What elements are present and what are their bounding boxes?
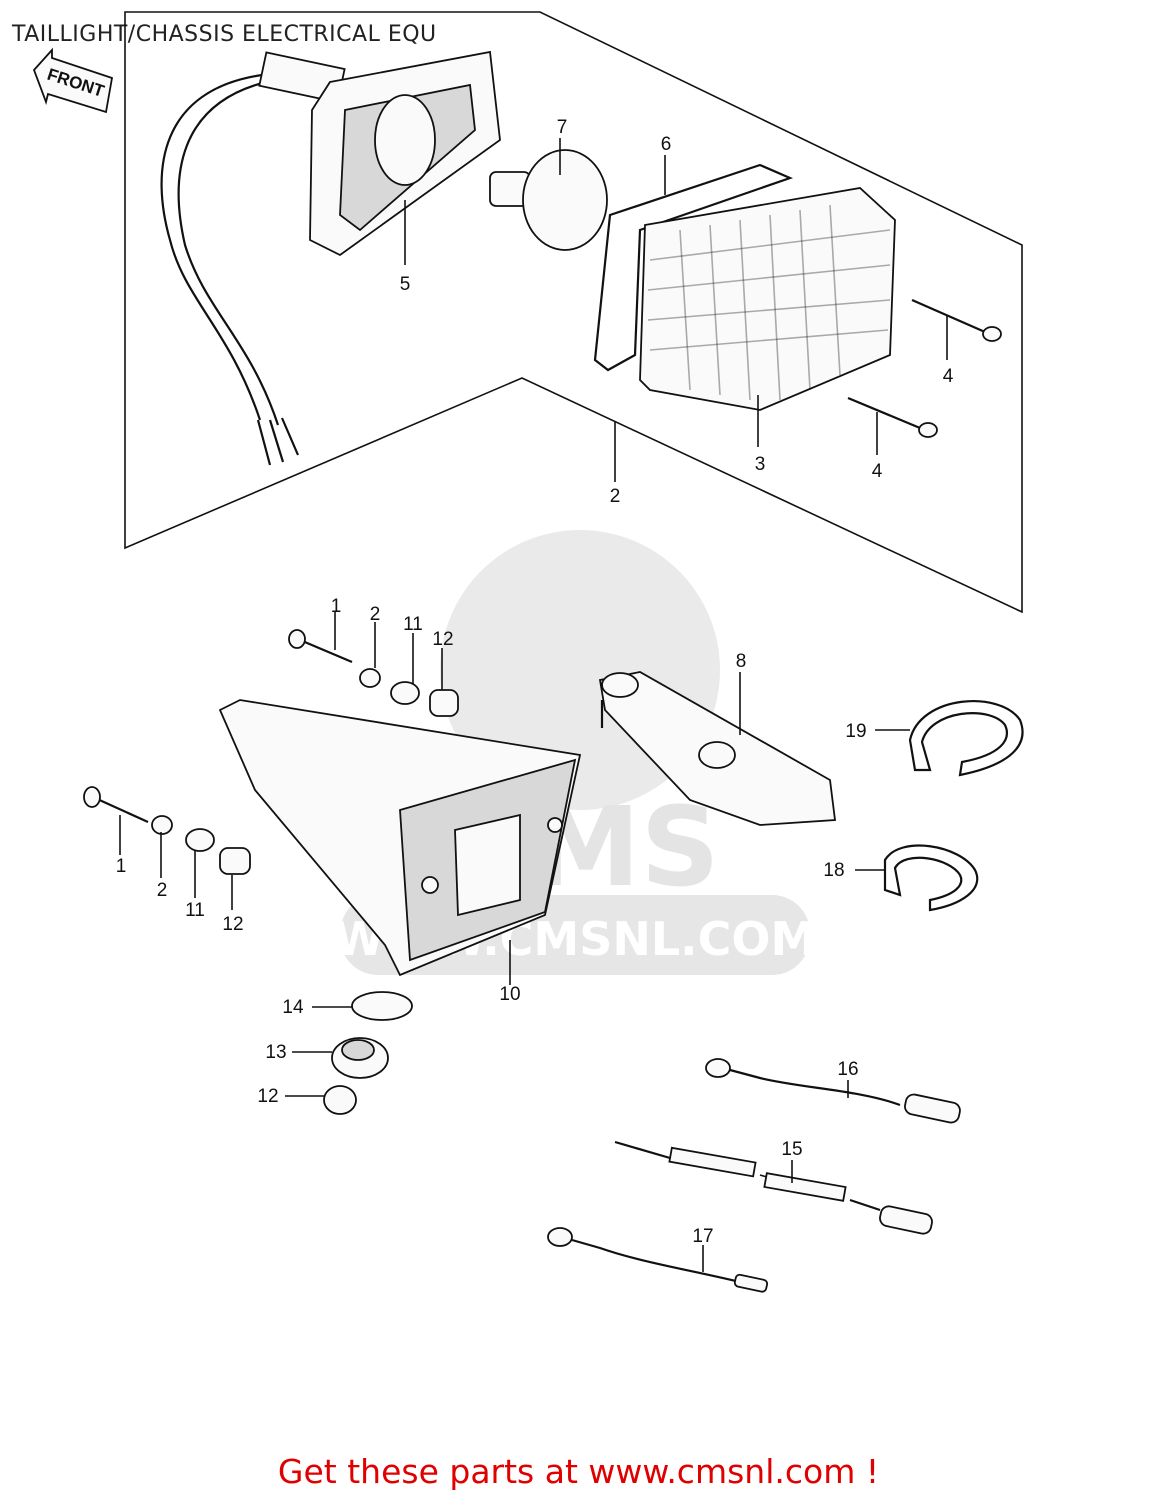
- callout-12-upper: 12: [432, 629, 453, 650]
- callout-8: 7: [557, 117, 568, 138]
- callout-2-lower: 2: [157, 880, 168, 901]
- lower-fastener-set: [83, 786, 251, 875]
- grommet-14: [331, 1037, 389, 1079]
- callout-1-upper: 1: [331, 596, 342, 617]
- callout-4-lower: 4: [872, 461, 883, 482]
- callout-9: 8: [736, 651, 747, 672]
- wire-clamp-20: [908, 700, 1024, 777]
- wire-lead-16: [614, 1140, 933, 1235]
- callout-20: 19: [845, 721, 866, 742]
- wire-lead-18: [547, 1227, 769, 1293]
- callout-13: 12: [257, 1086, 278, 1107]
- wire-clamp-19: [883, 844, 979, 912]
- license-bracket-plate: [598, 671, 837, 826]
- callout-3: 2: [610, 486, 621, 507]
- callout-16: 15: [781, 1139, 802, 1160]
- callout-2-upper: 2: [370, 604, 381, 625]
- taillight-housing: [160, 50, 501, 466]
- lens-screw-lower: [847, 396, 938, 438]
- bulb: [489, 149, 608, 251]
- washer-15: [351, 991, 413, 1021]
- callout-19: 18: [823, 860, 844, 881]
- callout-1-lower: 1: [116, 856, 127, 877]
- callout-4-upper: 4: [943, 366, 954, 387]
- callout-7: 6: [661, 134, 672, 155]
- upper-fastener-set: [288, 629, 459, 717]
- callout-6: 5: [400, 274, 411, 295]
- front-arrow-icon: FRONT: [32, 47, 114, 114]
- taillight-lens: [639, 187, 896, 411]
- lens-screw-upper: [911, 298, 1002, 342]
- wire-lead-17: [705, 1058, 961, 1124]
- footer-link-text[interactable]: Get these parts at www.cmsnl.com !: [277, 1452, 880, 1491]
- leader-lines: [119, 138, 948, 1272]
- taillight-bracket: [218, 699, 582, 977]
- callout-10: 10: [499, 984, 520, 1005]
- diagram-title: TAILLIGHT/CHASSIS ELECTRICAL EQU: [12, 22, 437, 47]
- lens-gasket: [593, 163, 794, 372]
- callout-11-upper: 11: [403, 614, 423, 635]
- callout-labels: 7 6 5 4 3 4 2 1 2 11 12 8 19 18 1 2 11 1…: [116, 117, 954, 1247]
- callout-5: 3: [755, 454, 766, 475]
- callout-11-lower: 11: [185, 900, 205, 921]
- callout-14: 13: [265, 1042, 286, 1063]
- callout-15: 14: [282, 997, 304, 1018]
- taillight-assembly-boundary: [124, 11, 1023, 614]
- nut-13: [323, 1085, 357, 1115]
- callout-18: 17: [692, 1226, 713, 1247]
- callout-17: 16: [837, 1059, 858, 1080]
- callout-12-lower: 12: [222, 914, 243, 935]
